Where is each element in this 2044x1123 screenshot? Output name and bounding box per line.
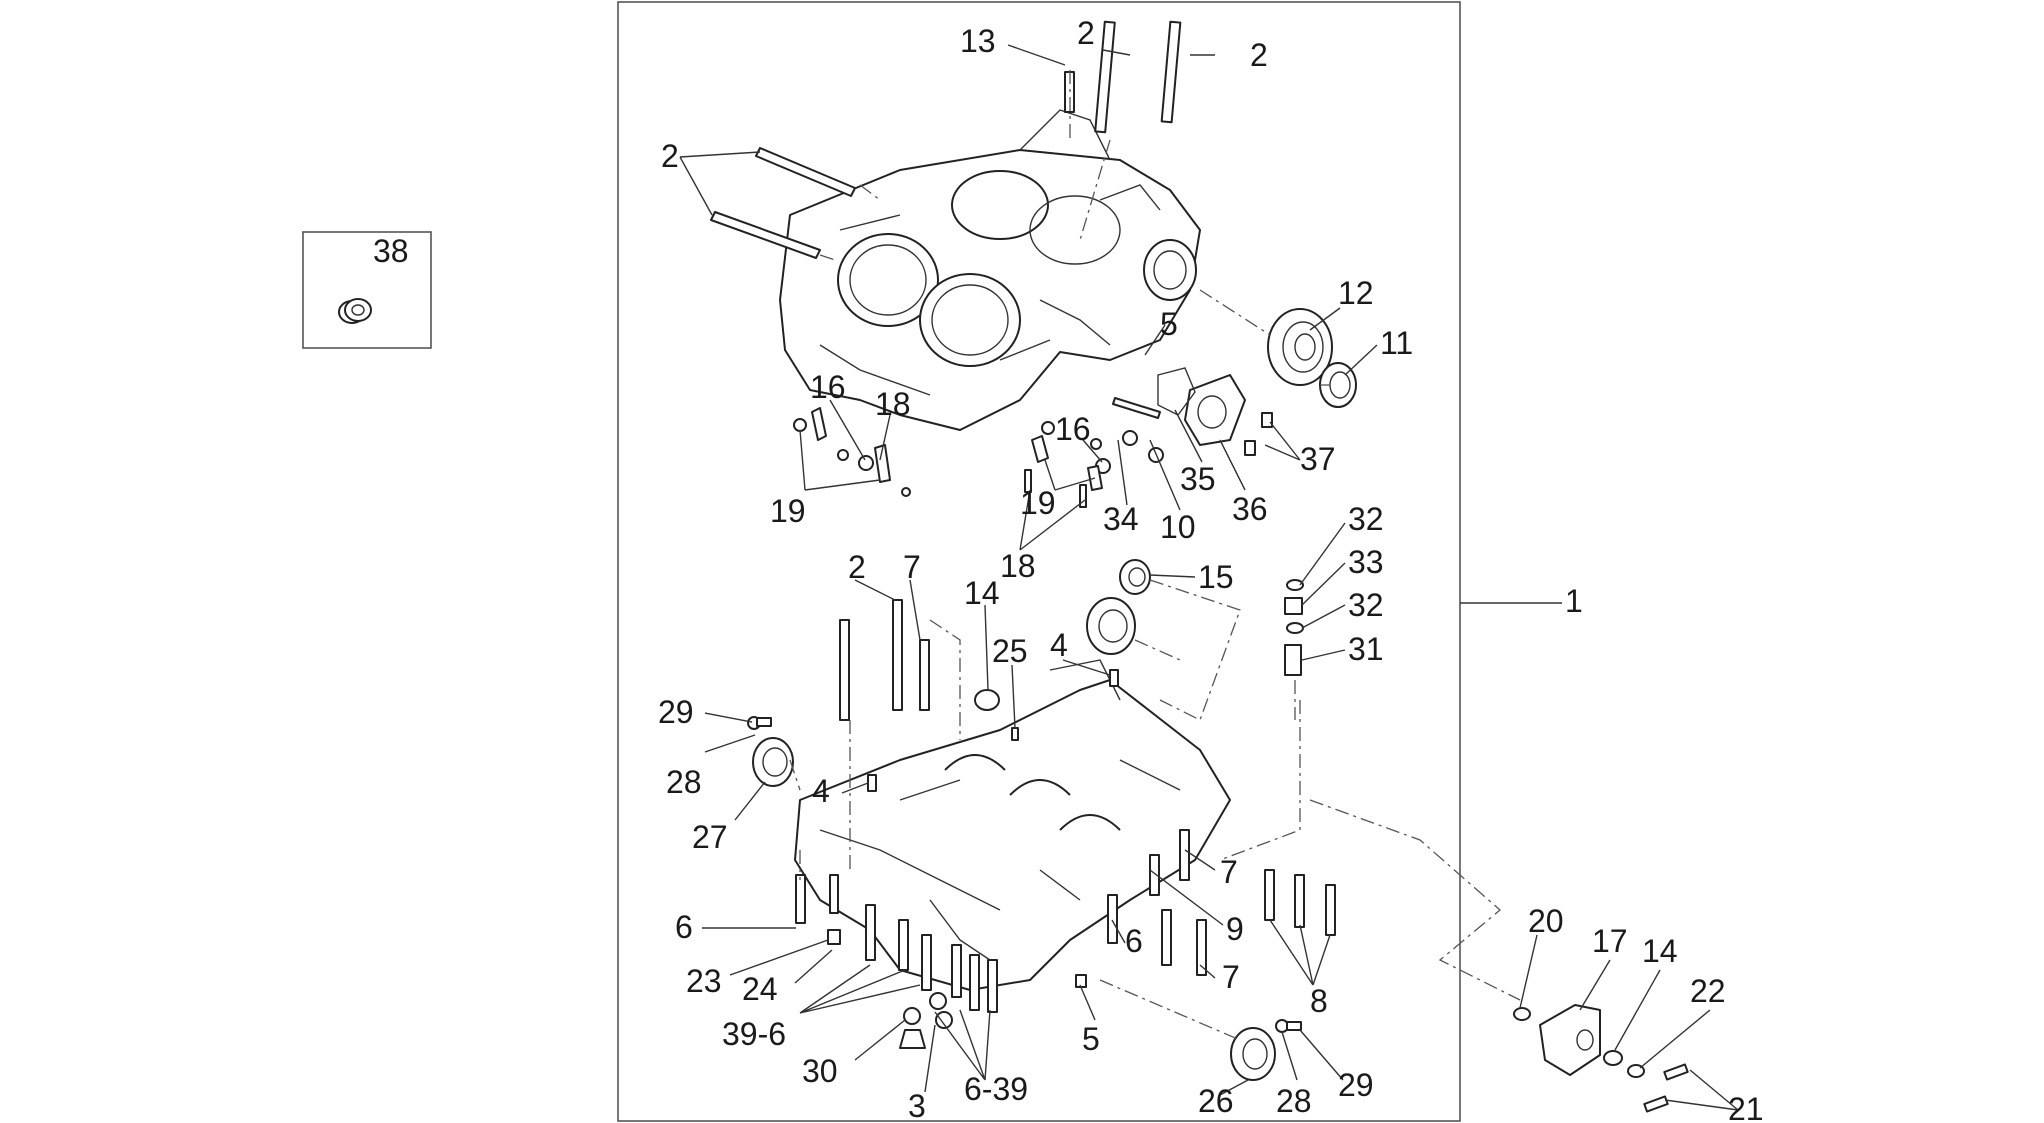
callout-28b: 28	[1276, 1083, 1312, 1119]
callout-22: 22	[1690, 973, 1726, 1009]
callout-2c: 2	[661, 138, 679, 174]
callout-labels: 13 2 2 2 12 11 5 16 18 19 16 19 34 35 10…	[658, 15, 1764, 1123]
callout-24: 24	[742, 971, 778, 1007]
callout-23: 23	[686, 963, 722, 999]
callout-19a: 19	[770, 493, 806, 529]
callout-21: 21	[1728, 1091, 1764, 1123]
callout-6-39: 6-39	[964, 1071, 1028, 1107]
callout-5a: 5	[1160, 306, 1178, 342]
cover-36	[1184, 374, 1246, 446]
callout-4a: 4	[1050, 627, 1068, 663]
small-parts-lower	[827, 669, 1119, 1049]
callout-8: 8	[1310, 983, 1328, 1019]
callout-16b: 16	[1055, 411, 1091, 447]
assembly-guides	[789, 70, 1521, 1041]
callout-7c: 7	[1222, 959, 1240, 995]
callout-32b: 32	[1348, 587, 1384, 623]
callout-37: 37	[1300, 441, 1336, 477]
upper-crankcase-part	[779, 109, 1201, 431]
callout-6b: 6	[1125, 923, 1143, 959]
stud-2-top-left	[1094, 20, 1182, 134]
oil-jets-left	[793, 407, 911, 497]
bearing-27	[752, 737, 794, 787]
gasket-35	[1157, 367, 1196, 416]
callout-12: 12	[1338, 275, 1374, 311]
parts-31-33	[1284, 579, 1304, 676]
callout-7a: 7	[903, 549, 921, 585]
callout-7b: 7	[1220, 854, 1238, 890]
callout-31: 31	[1348, 631, 1384, 667]
callout-1: 1	[1565, 583, 1583, 619]
lower-crankcase-part	[794, 659, 1231, 991]
bearing-12	[1267, 308, 1333, 386]
callout-14a: 14	[964, 575, 1000, 611]
screw-29-right	[1275, 1019, 1302, 1033]
callout-4b: 4	[812, 773, 830, 809]
callout-3: 3	[908, 1088, 926, 1123]
inset-frame	[302, 231, 432, 349]
callout-28a: 28	[666, 764, 702, 800]
callout-29a: 29	[658, 694, 694, 730]
callout-29b: 29	[1338, 1067, 1374, 1103]
leader-lines	[679, 44, 1739, 1111]
callout-10: 10	[1160, 509, 1196, 545]
callout-17: 17	[1592, 923, 1628, 959]
studs-2-7-lower	[839, 599, 930, 721]
callout-6a: 6	[675, 909, 693, 945]
callout-39-6: 39-6	[722, 1016, 786, 1052]
callout-32a: 32	[1348, 501, 1384, 537]
callout-19b: 19	[1020, 485, 1056, 521]
callout-18b: 18	[1000, 548, 1036, 584]
callout-14b: 14	[1642, 933, 1678, 969]
callout-9: 9	[1226, 911, 1244, 947]
callout-2a: 2	[1077, 15, 1095, 51]
screw-29-left	[747, 716, 772, 730]
callout-5b: 5	[1082, 1021, 1100, 1057]
bearing-15	[1119, 559, 1151, 595]
stud-2-left	[710, 147, 856, 259]
callout-18a: 18	[875, 386, 911, 422]
bearing-26	[1230, 1027, 1276, 1081]
main-frame	[617, 1, 1461, 1122]
callout-33: 33	[1348, 544, 1384, 580]
bearing-large-upper-lower	[1086, 597, 1136, 655]
callout-36: 36	[1232, 491, 1268, 527]
callout-26: 26	[1198, 1083, 1234, 1119]
callout-13: 13	[960, 23, 996, 59]
bushing-38-part	[338, 298, 372, 324]
callout-27: 27	[692, 819, 728, 855]
bolts-6-lower	[795, 829, 1336, 1013]
callout-38: 38	[373, 233, 409, 269]
callout-34: 34	[1103, 501, 1139, 537]
callout-11: 11	[1380, 325, 1413, 361]
screws-37	[1244, 412, 1273, 456]
callout-2b: 2	[1250, 37, 1268, 73]
callout-15: 15	[1198, 559, 1234, 595]
callout-35: 35	[1180, 461, 1216, 497]
callout-2d: 2	[848, 549, 866, 585]
callout-20: 20	[1528, 903, 1564, 939]
callout-16a: 16	[810, 369, 846, 405]
pump-17-assembly	[1513, 1004, 1689, 1113]
callout-30: 30	[802, 1053, 838, 1089]
callout-25: 25	[992, 633, 1028, 669]
